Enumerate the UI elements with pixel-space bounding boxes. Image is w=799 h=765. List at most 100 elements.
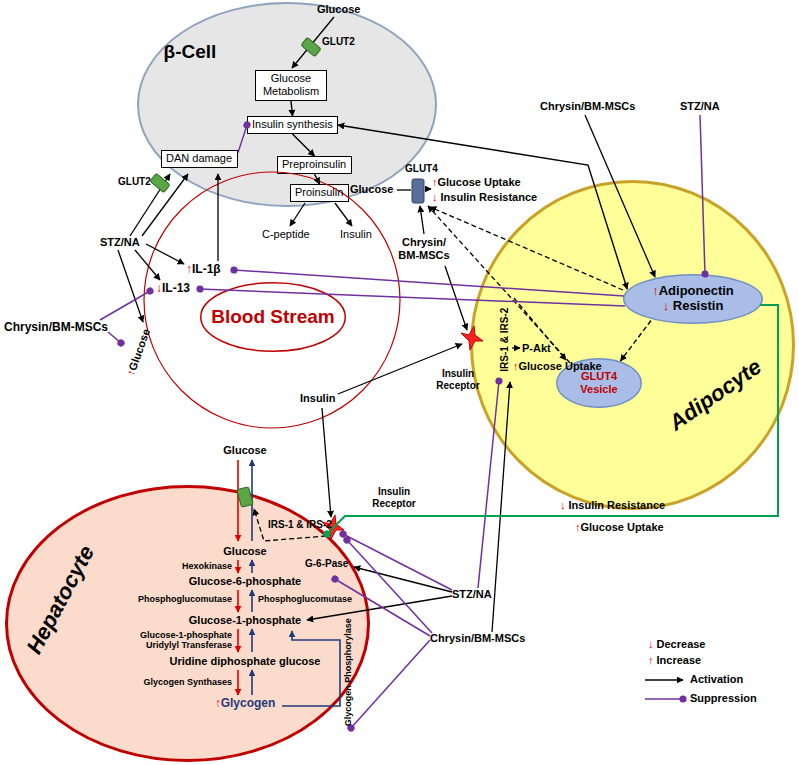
trend-arrow: ↑ <box>648 654 654 666</box>
box-border <box>278 157 352 174</box>
diagram-label: Insulin Receptor <box>432 368 484 391</box>
ellipse-outline <box>137 2 437 207</box>
node-label: Insulin synthesis <box>252 118 333 131</box>
box-border <box>248 117 338 134</box>
node-label: β-Cell <box>164 41 217 63</box>
drawing-part <box>100 291 150 320</box>
ellipse-border <box>7 487 369 761</box>
trend-arrow: ↑ <box>652 283 659 298</box>
drawing-part <box>425 188 431 189</box>
process-box: DAN damage <box>161 150 238 168</box>
text-run: Glycogen <box>221 696 276 710</box>
drawing-part <box>512 347 520 348</box>
glut2-transporter <box>150 173 170 192</box>
glut4-transporter <box>412 179 424 203</box>
node-label: Blood Stream <box>211 306 335 328</box>
diagram-label: IRS-1 & IRS-2 <box>268 519 332 531</box>
process-box: Insulin synthesis <box>247 116 338 134</box>
drawing-part <box>251 590 253 612</box>
diagram-label: STZ/NA <box>452 588 492 601</box>
diagram-label: Glycogen Synthases <box>143 677 232 687</box>
diagram-label: IRS-1 & IRS-2 <box>499 308 511 372</box>
trend-arrow: ↓ <box>560 499 566 511</box>
diagram-label: Chrysin/BM-MSCs <box>4 321 108 335</box>
process-box: Proinsulin <box>290 184 349 202</box>
trend-arrow: ↑ <box>575 521 581 533</box>
trend-arrow: ↓ <box>648 638 654 650</box>
drawing-part <box>645 698 683 700</box>
box-border <box>256 71 327 101</box>
diagram-label: Insulin Receptor <box>368 486 420 509</box>
diagram-label: ↑Glucose Uptake <box>432 176 521 189</box>
text-run: Decrease <box>654 638 706 650</box>
drawing-part <box>146 244 184 264</box>
node-label: Preproinsulin <box>282 158 346 171</box>
diagram-label: GLUT4 <box>405 163 438 175</box>
node-label: ↑Adiponectin <box>652 284 734 299</box>
drawing-part <box>237 590 239 612</box>
text-run: Glucose Uptake <box>581 521 664 533</box>
drawing-part <box>335 203 352 226</box>
text-run: Glucose <box>126 327 152 372</box>
legend-text: Suppression <box>690 692 757 704</box>
trend-arrow: ↑ <box>432 176 438 188</box>
trend-arrow: ↓ <box>156 281 162 295</box>
text-run: Resistin <box>669 298 723 313</box>
diagram-label: Phosphoglucomutase <box>138 594 232 604</box>
text-run: IL-13 <box>162 281 190 295</box>
node-label: GLUT4 Vesicle <box>569 370 629 395</box>
cell-region: Blood Stream <box>200 282 346 352</box>
drawing-part <box>108 332 121 343</box>
diagram-label: P-Akt <box>522 342 551 355</box>
diagram-label: ↓ Insulin Resistance <box>432 191 537 204</box>
node-label: DAN damage <box>166 152 232 165</box>
text-run: Glucose Uptake <box>438 176 521 188</box>
legend-entry: ↑ Increase <box>648 654 701 667</box>
ellipse-border <box>201 283 346 352</box>
drawing-part <box>412 179 424 203</box>
ellipse-border <box>138 3 436 206</box>
drawing-part <box>251 670 253 695</box>
process-box: Glucose Metabolism <box>255 70 327 101</box>
diagram-label: GLUT2 <box>322 36 355 48</box>
diagram-label: ↑Glycogen <box>215 697 276 711</box>
drawing-part <box>645 679 683 680</box>
trend-arrow: ↑ <box>513 360 519 372</box>
ellipse-border <box>624 275 763 324</box>
drawing-part <box>420 206 424 234</box>
legend-entry: Suppression <box>690 692 757 705</box>
diagram-label: GLUT2 <box>118 176 151 188</box>
diagram-label: Insulin <box>340 228 372 241</box>
diagram-label: Glucose <box>223 545 266 558</box>
node-label: Glucose Metabolism <box>260 72 322 97</box>
trend-arrow: ↓ <box>432 191 438 203</box>
diagram-label: ↑Glucose Uptake <box>575 521 664 534</box>
drawing-part <box>237 670 239 695</box>
legend-entry: ↓ Decrease <box>648 638 706 651</box>
drawing-part <box>237 560 239 573</box>
cell-region: Glucose MetabolismInsulin synthesisPrepr… <box>137 2 437 207</box>
node-label: ↓ Resistin <box>663 299 724 314</box>
diagram-label: Chrysin/ BM-MSCs <box>392 236 456 261</box>
cell-region: ↑Adiponectin↓ ResistinGLUT4 VesicleAdipo… <box>470 180 795 510</box>
diagram-label: Glucose <box>223 444 266 457</box>
legend-text: Activation <box>690 673 743 685</box>
diagram-label: Uridine diphosphate glucose <box>170 655 321 668</box>
drawing-part <box>397 189 411 190</box>
text-run: Insulin Resistance <box>438 191 538 203</box>
drawing-part <box>354 567 452 592</box>
diagram-label: Glucose-6-phosphate <box>189 575 301 588</box>
text-run: Glucose Uptake <box>519 360 602 372</box>
legend-entry: Activation <box>690 673 743 686</box>
drawing-part <box>251 560 253 573</box>
diagram-label: ↑Glucose <box>124 327 153 377</box>
diagram-label: Insulin <box>300 392 335 405</box>
text-run: Insulin Resistance <box>566 499 666 511</box>
box-border <box>162 151 238 168</box>
drawing-part <box>118 250 143 322</box>
trend-arrow: ↑ <box>186 262 192 276</box>
diagram-label: STZ/NA <box>100 236 140 249</box>
